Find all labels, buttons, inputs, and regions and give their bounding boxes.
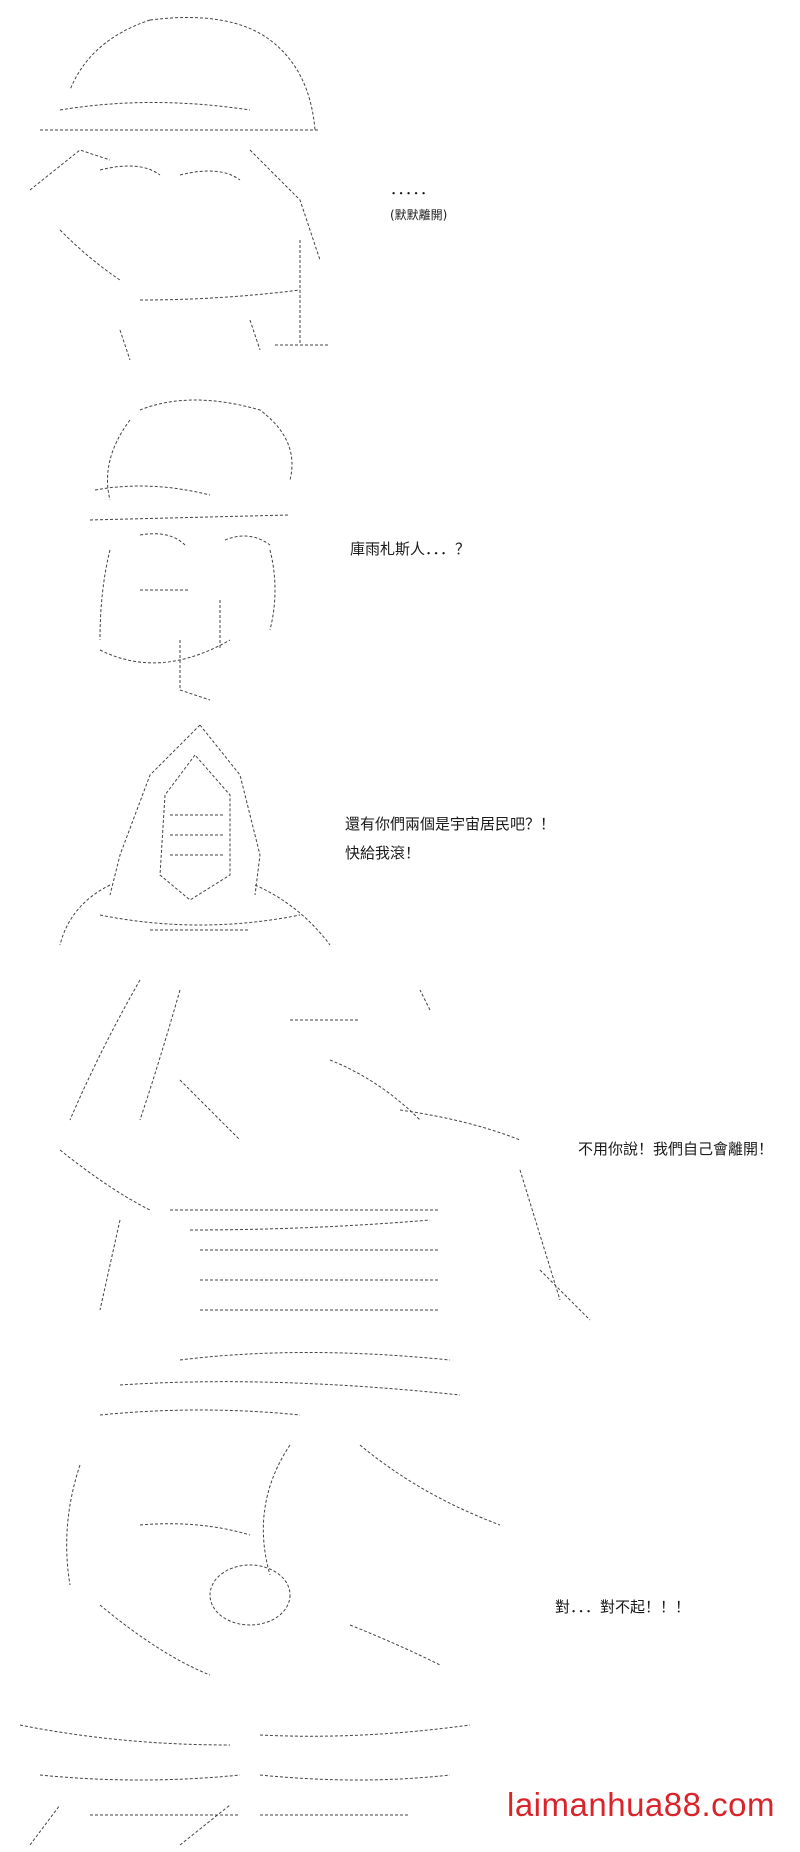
speech-line-text: 對．．．對不起！！！ — [555, 1598, 691, 1616]
speech-line-text: ．．．．． — [390, 180, 436, 198]
panel-2: 庫雨札斯人．．．？ — [0, 390, 800, 710]
speech-line: ．．．．． (默默離開) — [390, 175, 447, 226]
ascii-art-capped-figure — [29, 17, 330, 361]
speech-subtext: (默默離開) — [390, 207, 448, 222]
speech-line-1: 還有你們兩個是宇宙居民吧？！ — [345, 815, 556, 833]
ascii-art-group-figures — [59, 979, 591, 1321]
ascii-art-hooded-figure — [59, 724, 331, 946]
speech-line: 庫雨札斯人．．．？ — [350, 535, 470, 564]
speech-line: 對．．．對不起！！！ — [555, 1593, 690, 1622]
panel-5: 對．．．對不起！！！ — [0, 1345, 800, 1852]
ascii-art-curly-haired-figure — [89, 399, 293, 701]
ascii-art-apologizing-figure — [19, 1352, 501, 1846]
speech-line-text: 不用你說！我們自己會離開！ — [578, 1140, 774, 1158]
panel-1: ．．．．． (默默離開) — [0, 0, 800, 370]
speech-line-text: 庫雨札斯人．．．？ — [350, 540, 471, 558]
panel-3: 還有你們兩個是宇宙居民吧？！ 快給我滾！ — [0, 715, 800, 965]
speech-line: 不用你說！我們自己會離開！ — [578, 1135, 773, 1164]
speech-block: 還有你們兩個是宇宙居民吧？！ 快給我滾！ — [345, 810, 555, 867]
speech-line-2: 快給我滾！ — [345, 843, 421, 862]
panel-4: 不用你說！我們自己會離開！ — [0, 970, 800, 1330]
site-watermark: laimanhua88.com — [507, 1786, 775, 1823]
